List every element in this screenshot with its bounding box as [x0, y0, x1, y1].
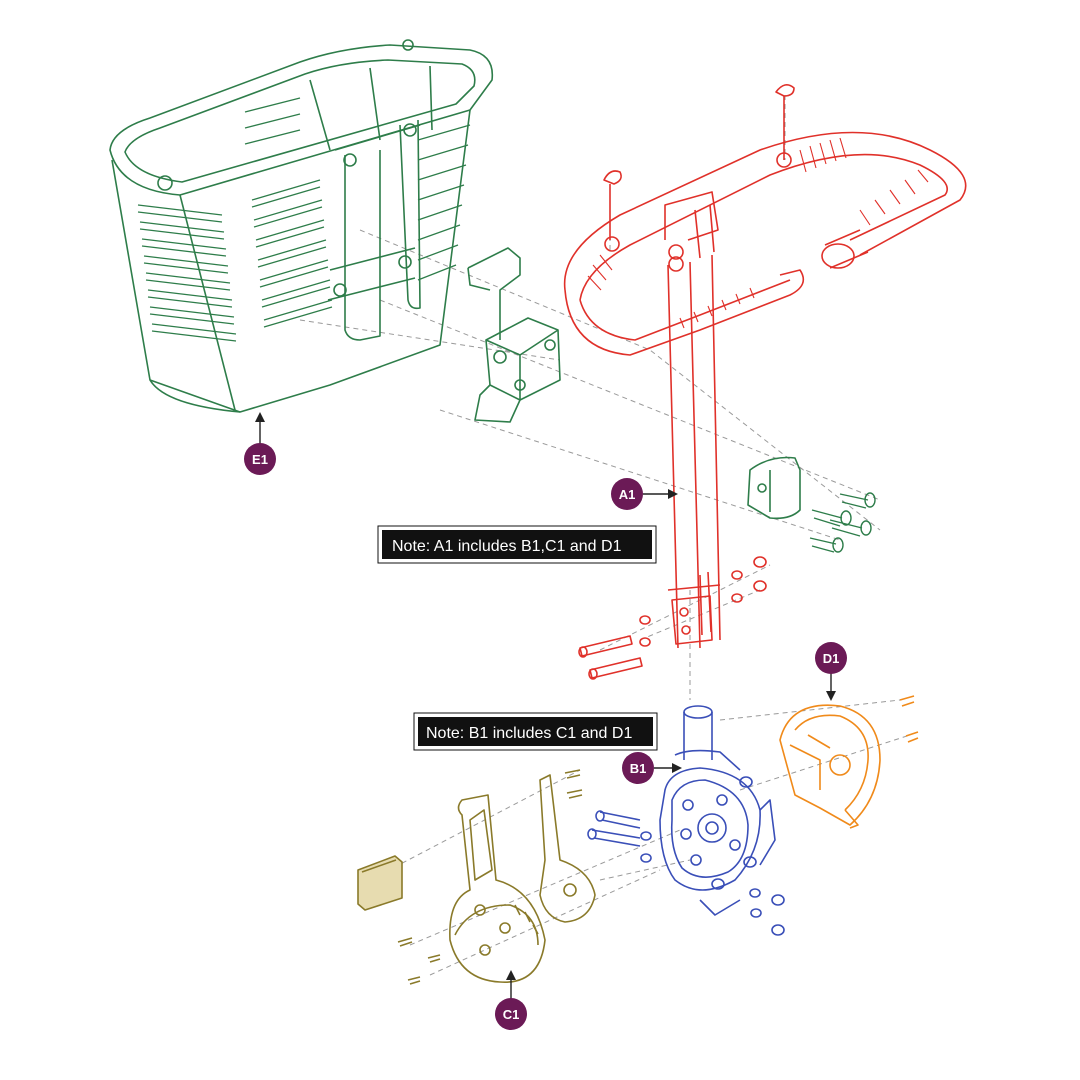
callout-d1: D1: [815, 642, 847, 674]
callout-b1-label: B1: [630, 761, 647, 776]
tiller-handlebar-icon: [563, 84, 967, 680]
callout-b1: B1: [622, 752, 654, 784]
basket-mount-bracket-icon: [467, 247, 876, 553]
note-b1: Note: B1 includes C1 and D1: [413, 712, 658, 751]
callout-arrows: [255, 412, 836, 1000]
front-basket-icon: [109, 39, 494, 413]
callout-a1: A1: [611, 478, 643, 510]
tiller-hub-icon: [587, 705, 785, 936]
rear-shroud-icon: [779, 695, 919, 829]
callout-c1: C1: [495, 998, 527, 1030]
callout-a1-label: A1: [619, 487, 636, 502]
note-a1: Note: A1 includes B1,C1 and D1: [377, 525, 657, 564]
front-shroud-icon: [357, 769, 596, 985]
callout-e1: E1: [244, 443, 276, 475]
callout-d1-label: D1: [823, 651, 840, 666]
note-a1-text: Note: A1 includes B1,C1 and D1: [392, 538, 622, 555]
note-b1-text: Note: B1 includes C1 and D1: [426, 725, 632, 742]
callout-e1-label: E1: [252, 452, 268, 467]
callout-c1-label: C1: [503, 1007, 520, 1022]
